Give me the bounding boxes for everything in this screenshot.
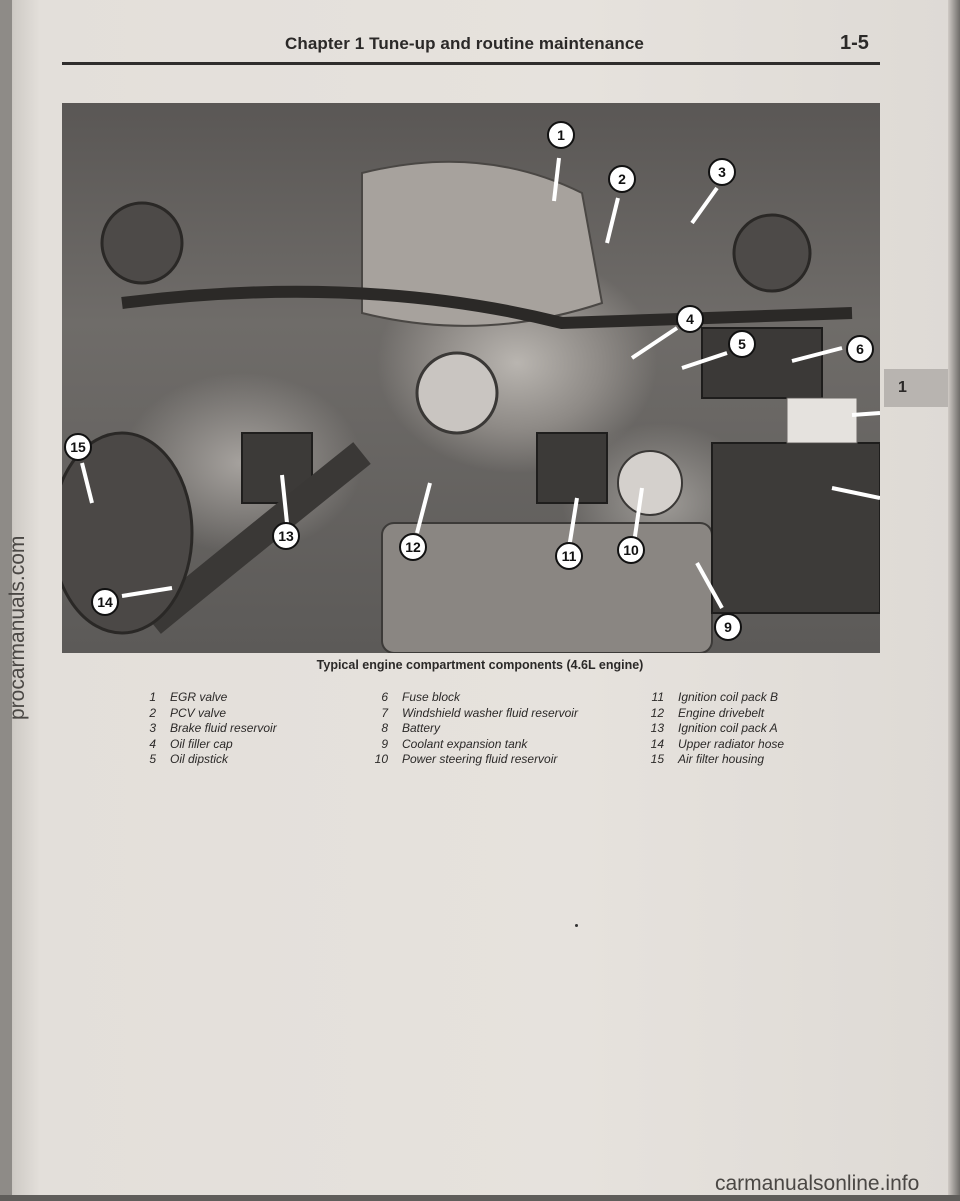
engine-illustration <box>62 157 880 653</box>
chapter-title: Chapter 1 Tune-up and routine maintenanc… <box>285 34 644 53</box>
header-rule <box>62 62 880 65</box>
page-bottom-edge <box>0 1195 960 1201</box>
callout-5: 5 <box>728 330 756 358</box>
callout-14: 14 <box>91 588 119 616</box>
callout-11: 11 <box>555 542 583 570</box>
callout-12: 12 <box>399 533 427 561</box>
callout-6: 6 <box>846 335 874 363</box>
callout-10: 10 <box>617 536 645 564</box>
page-number: 1-5 <box>840 32 869 54</box>
callout-3: 3 <box>708 158 736 186</box>
page-edge <box>948 0 960 1201</box>
print-speck <box>575 924 578 927</box>
watermark-left: procarmanuals.com <box>6 535 29 720</box>
binding-shadow <box>0 0 12 1201</box>
figure-caption: Typical engine compartment components (4… <box>316 658 644 672</box>
section-tab: 1 <box>884 369 948 407</box>
callout-2: 2 <box>608 165 636 193</box>
callout-4: 4 <box>676 305 704 333</box>
callout-13: 13 <box>272 522 300 550</box>
callout-arrows <box>80 157 880 609</box>
watermark-bottom: carmanualsonline.info <box>715 1172 920 1195</box>
callout-9: 9 <box>714 613 742 641</box>
callout-15: 15 <box>64 433 92 461</box>
engine-compartment-photo: 1 2 3 4 5 6 9 10 11 12 13 14 15 <box>62 103 880 653</box>
callout-1: 1 <box>547 121 575 149</box>
